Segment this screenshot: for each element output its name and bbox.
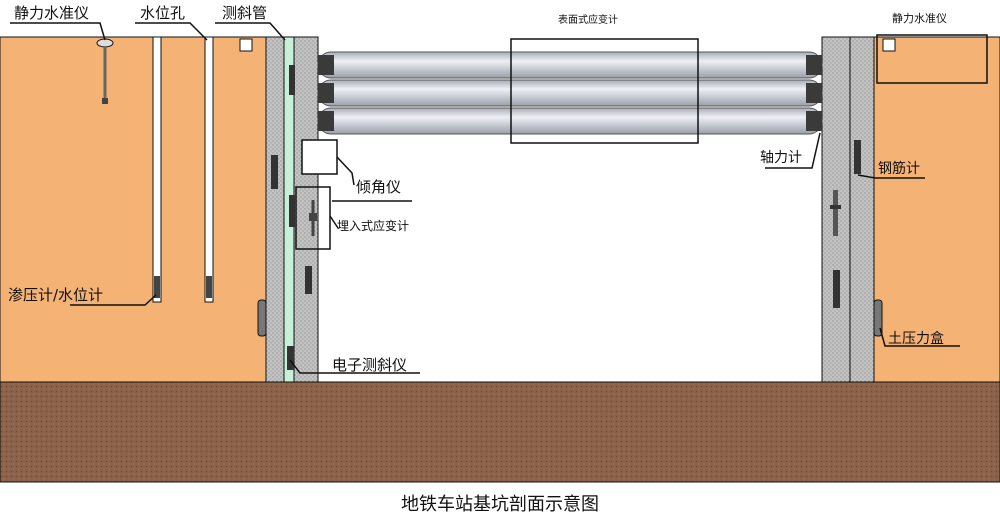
- label-piezometer: 渗压计/水位计: [8, 286, 103, 304]
- rebar-gauge-icon: [271, 65, 295, 227]
- right-wall-instruments: [830, 140, 883, 337]
- figure-caption: 地铁车站基坑剖面示意图: [401, 494, 599, 515]
- label-surface-strain-gauge: 表面式应变计: [558, 13, 618, 26]
- ground-marker-right: [882, 38, 896, 52]
- earth-pressure-cell-icon: [257, 299, 267, 337]
- left-soil: [0, 36, 267, 383]
- steel-struts: [317, 51, 823, 135]
- label-static-level-right: 静力水准仪: [892, 11, 947, 25]
- label-axial-force-gauge: 轴力计: [760, 150, 802, 166]
- label-embedded-strain-gauge: 埋入式应变计: [337, 218, 409, 233]
- leader-lines: [10, 22, 960, 374]
- label-tilt-meter: 倾角仪: [356, 178, 401, 196]
- tilt-meter-leader: [336, 156, 355, 186]
- water-level-meter-icon: [154, 276, 212, 298]
- label-electronic-inclinometer: 电子测斜仪: [332, 356, 407, 374]
- ground-marker-left: [239, 38, 253, 52]
- right-diaphragm-wall: [821, 36, 875, 383]
- ground-layer: [0, 381, 1000, 483]
- water-hole-pipes: [152, 36, 214, 303]
- embedded-strain-leader: [329, 215, 339, 229]
- label-inclinometer-tube: 测斜管: [222, 4, 267, 22]
- label-static-level-left: 静力水准仪: [14, 4, 89, 22]
- static-level-right-box: [876, 34, 988, 84]
- label-rebar-gauge: 钢筋计: [878, 160, 920, 177]
- right-soil: [873, 36, 1000, 383]
- tilt-meter-icon: [301, 139, 338, 175]
- surface-strain-gauge-box: [510, 38, 699, 144]
- embedded-strain-gauge-icon: [295, 186, 331, 250]
- label-earth-pressure-cell: 土压力盒: [888, 330, 944, 347]
- inclinometer-probe-icon: [287, 266, 312, 370]
- foundation-pit-section: 静力水准仪 水位孔 测斜管 表面式应变计 静力水准仪 轴力计 倾角仪 埋入式应变…: [0, 4, 1000, 483]
- label-water-hole: 水位孔: [140, 4, 185, 22]
